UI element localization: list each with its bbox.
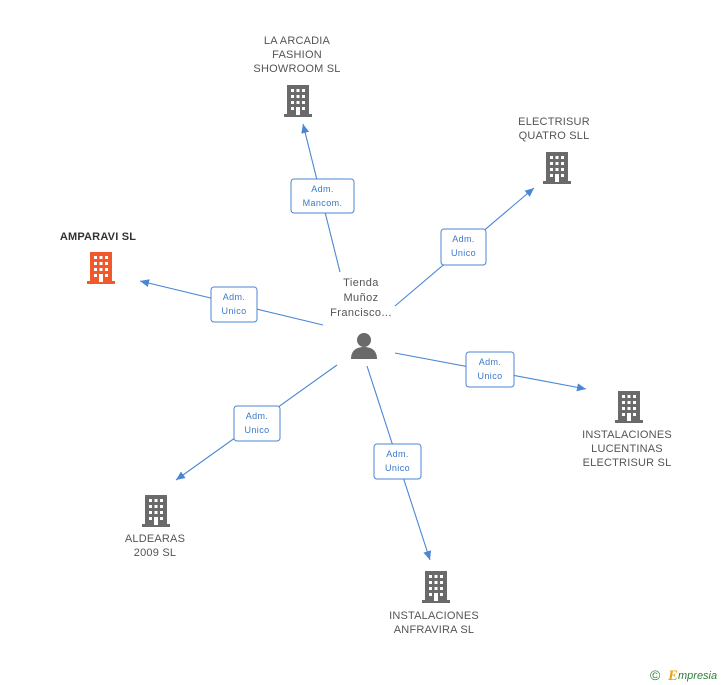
relation-label-box: [290, 178, 355, 214]
company-node-aldearas[interactable]: ALDEARAS 2009 SL: [125, 495, 185, 559]
relation-label-box: [233, 405, 281, 442]
relation-label-instalaciones-lucentinas[interactable]: Adm. Unico: [465, 351, 515, 388]
relation-label-aldearas[interactable]: Adm. Unico: [233, 405, 281, 442]
relation-label-line: Adm.: [452, 234, 475, 244]
person-icon: [351, 333, 377, 359]
relation-label-line: Adm.: [386, 449, 409, 459]
relation-label-line: Unico: [244, 425, 269, 435]
center-label-line-1: Tienda: [343, 277, 379, 289]
building-icon: [543, 152, 571, 184]
company-label-line: ANFRAVIRA SL: [394, 624, 474, 636]
building-icon: [87, 252, 115, 284]
brand-logo-initial: E: [667, 668, 678, 684]
company-label-line: FASHION: [272, 49, 322, 61]
center-label-line-3: Francisco...: [330, 307, 392, 319]
company-node-electrisur-quatro[interactable]: ELECTRISUR QUATRO SLL: [518, 116, 590, 184]
company-label-line: ELECTRISUR SL: [583, 457, 672, 469]
relation-label-line: Adm.: [223, 292, 246, 302]
company-node-instalaciones-anfravira[interactable]: INSTALACIONES ANFRAVIRA SL: [389, 571, 479, 636]
relation-label-line: Adm.: [311, 184, 334, 194]
company-label-line: QUATRO SLL: [519, 130, 590, 142]
relation-label-la-arcadia[interactable]: Adm. Mancom.: [290, 178, 355, 214]
company-label-line: 2009 SL: [134, 547, 176, 559]
company-label-line: INSTALACIONES: [389, 610, 479, 622]
relation-label-line: Adm.: [479, 357, 502, 367]
relation-label-box: [465, 351, 515, 388]
relation-label-line: Unico: [385, 463, 410, 473]
company-label-line: LUCENTINAS: [591, 443, 663, 455]
copyright-symbol: ©: [650, 667, 661, 683]
relation-label-box: [373, 443, 422, 480]
relation-label-line: Unico: [477, 371, 502, 381]
company-label-line: ELECTRISUR: [518, 116, 590, 128]
center-person-node[interactable]: Tienda Muñoz Francisco...: [330, 277, 392, 359]
nodes-layer: LA ARCADIA FASHION SHOWROOM SL ELECTRISUR QU…: [60, 35, 672, 636]
relation-label-line: Unico: [451, 248, 476, 258]
company-label-line: ALDEARAS: [125, 533, 185, 545]
company-node-instalaciones-lucentinas[interactable]: INSTALACIONES LUCENTINAS ELECTRISUR SL: [582, 391, 672, 469]
company-label-line: INSTALACIONES: [582, 429, 672, 441]
building-icon: [284, 85, 312, 117]
company-label-line: LA ARCADIA: [264, 35, 331, 47]
relation-label-box: [210, 286, 258, 323]
brand-logo-text: mpresia: [678, 670, 717, 682]
relation-label-box: [440, 228, 487, 266]
building-icon: [142, 495, 170, 527]
relation-label-amparavi[interactable]: Adm. Unico: [210, 286, 258, 323]
relation-label-line: Mancom.: [303, 198, 343, 208]
company-node-la-arcadia[interactable]: LA ARCADIA FASHION SHOWROOM SL: [253, 35, 340, 117]
center-label-line-2: Muñoz: [343, 292, 378, 304]
relation-label-electrisur-quatro[interactable]: Adm. Unico: [440, 228, 487, 266]
company-node-amparavi[interactable]: AMPARAVI SL: [60, 231, 136, 284]
empresia-footer[interactable]: © E mpresia: [650, 667, 717, 684]
relation-label-line: Unico: [221, 306, 246, 316]
company-label-line: AMPARAVI SL: [60, 231, 136, 243]
building-icon: [615, 391, 643, 423]
edge-labels-layer: Adm.Mancom.Adm.UnicoAdm.UnicoAdm.UnicoAd…: [210, 178, 515, 480]
company-label-line: SHOWROOM SL: [253, 63, 340, 75]
relation-label-instalaciones-anfravira[interactable]: Adm. Unico: [373, 443, 422, 480]
building-icon: [422, 571, 450, 603]
relation-label-line: Adm.: [246, 411, 269, 421]
